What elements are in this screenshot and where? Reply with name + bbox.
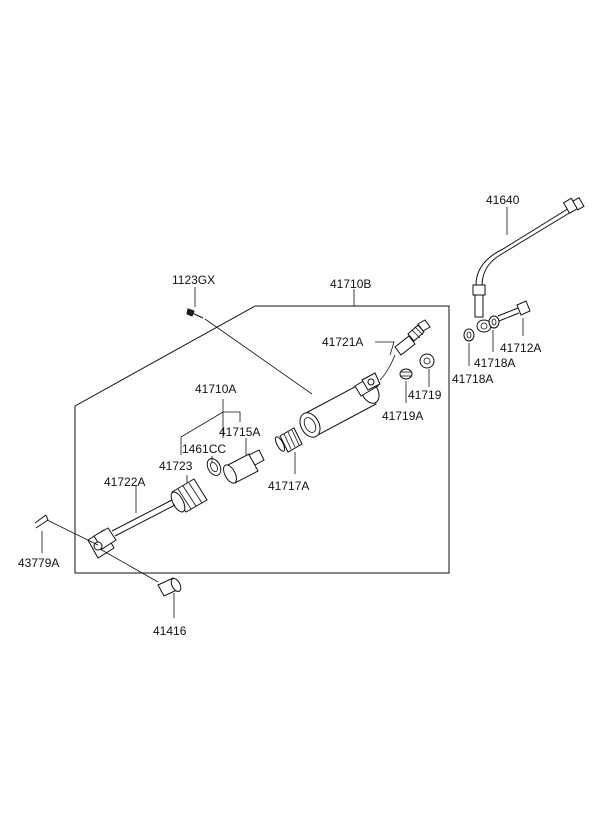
- cylinder-body: [299, 372, 381, 438]
- washer-41718A-right: [488, 315, 500, 329]
- cap-41719: [419, 353, 435, 369]
- boot-41723: [170, 478, 208, 513]
- clevis: [87, 527, 117, 559]
- label-41712A: 41712A: [500, 341, 541, 355]
- screw-1123GX: [186, 308, 204, 319]
- fitting-41719A: [399, 368, 413, 380]
- label-41717A: 41717A: [268, 479, 309, 493]
- label-41715A: 41715A: [219, 425, 260, 439]
- label-41718A-lower: 41718A: [452, 372, 493, 386]
- washer-41718A-left: [463, 328, 475, 342]
- label-43779A: 43779A: [18, 556, 59, 570]
- label-1461CC: 1461CC: [182, 442, 226, 456]
- hose-41640: [472, 196, 585, 333]
- seal-1461CC: [206, 458, 222, 476]
- label-1123GX: 1123GX: [172, 273, 215, 287]
- label-41721A: 41721A: [322, 335, 363, 349]
- label-41710A: 41710A: [195, 382, 236, 396]
- label-41722A: 41722A: [104, 475, 145, 489]
- clevis-pin-41416: [157, 577, 182, 597]
- label-41718A-upper: 41718A: [474, 356, 515, 370]
- boot-41717A: [274, 427, 303, 453]
- label-41640: 41640: [486, 193, 520, 207]
- bolt-41712A: [497, 300, 531, 322]
- label-41719A: 41719A: [382, 409, 423, 423]
- assembly-frame: [74, 305, 450, 574]
- bleeder-41721A: [394, 319, 431, 356]
- pushrod-41722A: [111, 485, 176, 537]
- split-pin-43779A: [34, 514, 49, 529]
- label-41723: 41723: [159, 459, 193, 473]
- piston-41715A: [223, 449, 265, 484]
- label-41416: 41416: [153, 624, 187, 638]
- label-41710B: 41710B: [330, 277, 371, 291]
- label-41719: 41719: [408, 388, 442, 402]
